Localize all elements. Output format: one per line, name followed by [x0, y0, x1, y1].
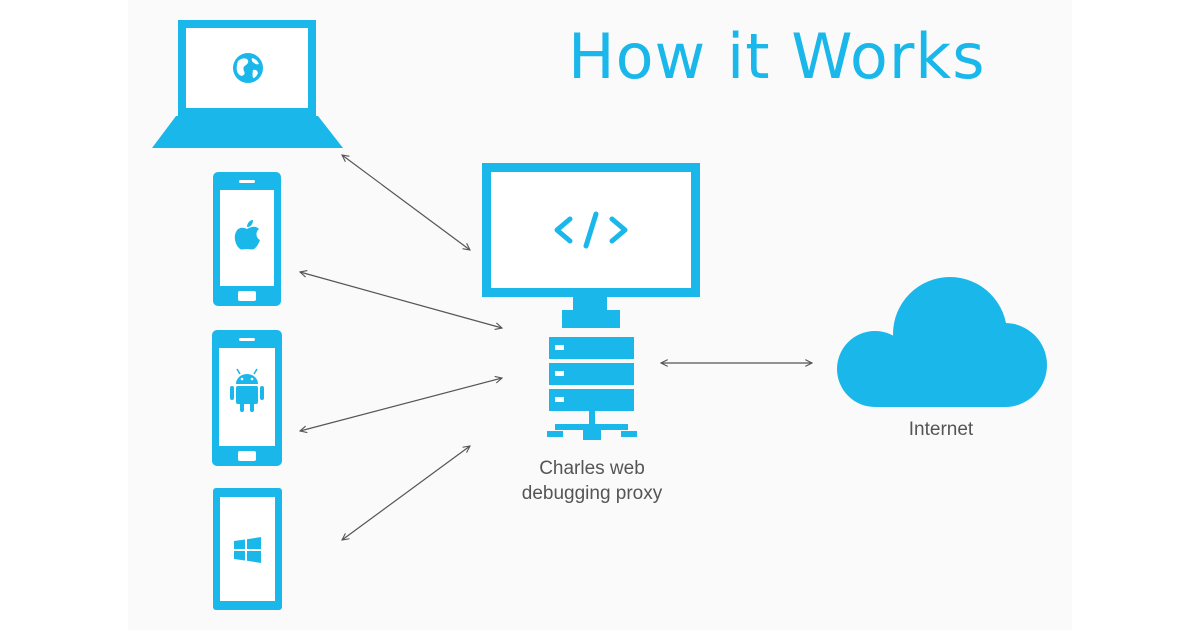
- ios-proxy-arrow: [300, 272, 502, 328]
- proxy-label: Charles web debugging proxy: [492, 456, 692, 506]
- windows-tablet-icon: [213, 488, 282, 610]
- server-rack-icon: [547, 337, 637, 440]
- page-title: How it Works: [568, 20, 986, 93]
- code-icon: [554, 211, 628, 249]
- android-phone-icon: [212, 330, 282, 466]
- globe-icon: [233, 53, 263, 83]
- internet-cloud-icon: [837, 277, 1047, 407]
- proxy-label-line1: Charles web: [539, 458, 645, 479]
- proxy-server-icon: [482, 163, 700, 440]
- laptop-proxy-arrow: [342, 155, 470, 250]
- ios-phone-icon: [213, 172, 281, 306]
- windows-icon: [234, 537, 261, 563]
- android-icon: [230, 368, 264, 412]
- windows-proxy-arrow: [342, 446, 470, 540]
- connection-arrows: [300, 155, 812, 540]
- internet-label: Internet: [908, 419, 974, 440]
- laptop-icon: [152, 20, 343, 148]
- android-proxy-arrow: [300, 378, 502, 431]
- apple-icon: [234, 220, 260, 250]
- proxy-label-line2: debugging proxy: [521, 483, 663, 504]
